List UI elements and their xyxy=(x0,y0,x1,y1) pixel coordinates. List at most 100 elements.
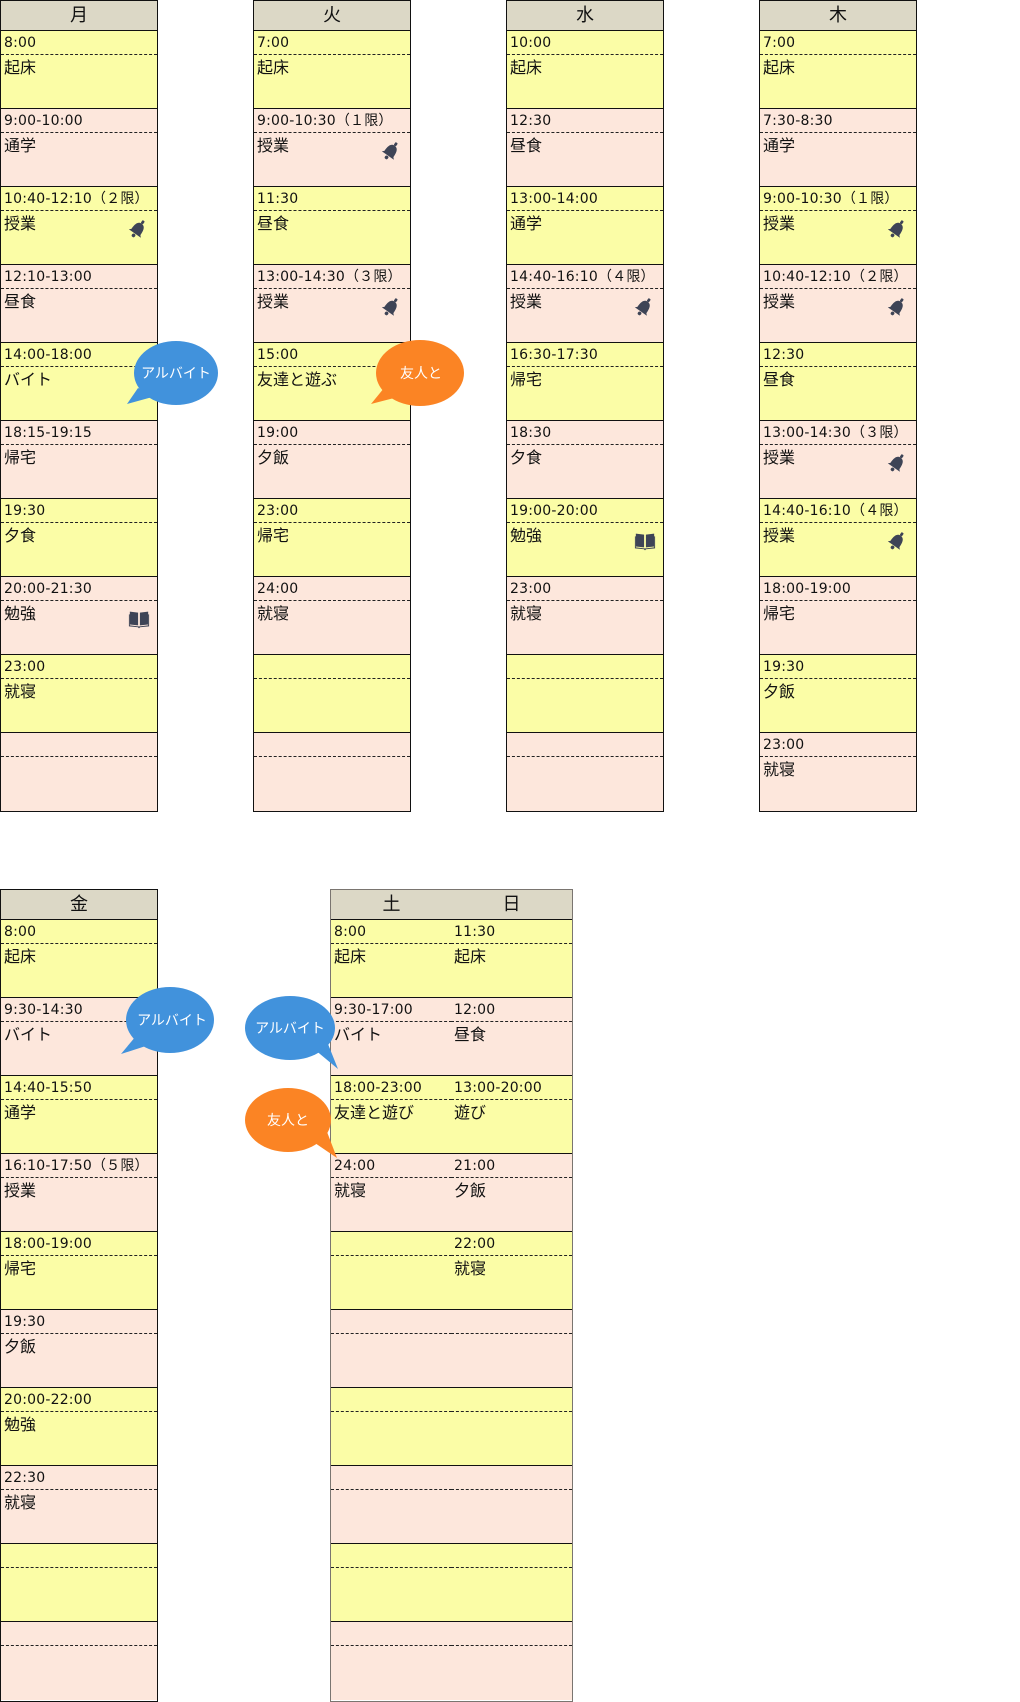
schedule-slot xyxy=(1,1544,157,1622)
speech-bubble-blue-shape xyxy=(121,987,214,1054)
slot-activity: 起床 xyxy=(334,947,367,966)
slot-time xyxy=(451,1388,572,1412)
bell-icon xyxy=(886,296,908,318)
schedule-slot xyxy=(331,1388,452,1466)
schedule-slot: 8:00 起床 xyxy=(331,920,452,998)
slot-activity: 夕飯 xyxy=(763,682,796,701)
slot-time: 11:30 xyxy=(451,920,572,944)
slot-time: 18:15-19:15 xyxy=(1,421,157,445)
slot-time: 9:00-10:30（１限） xyxy=(254,109,410,133)
slot-activity: 授業 xyxy=(763,214,796,233)
schedule-slot xyxy=(254,655,410,733)
slot-time: 23:00 xyxy=(507,577,663,601)
slot-activity: 授業 xyxy=(257,292,290,311)
slot-time: 14:40-16:10（４限） xyxy=(507,265,663,289)
schedule-slot: 10:40-12:10（２限）授業 xyxy=(1,187,157,265)
speech-bubble-blue-shape xyxy=(127,341,218,405)
slot-activity: 帰宅 xyxy=(257,526,290,545)
slot-time xyxy=(451,1544,572,1568)
slot-activity: 起床 xyxy=(4,947,37,966)
book-icon xyxy=(127,608,150,630)
slot-activity: 勉強 xyxy=(4,604,37,623)
slot-time xyxy=(1,1622,157,1646)
schedule-slot xyxy=(507,655,663,733)
slot-time: 10:40-12:10（２限） xyxy=(760,265,916,289)
slot-time: 8:00 xyxy=(331,920,452,944)
slot-activity: 就寝 xyxy=(510,604,543,623)
slot-activity: 授業 xyxy=(763,292,796,311)
slot-activity: 授業 xyxy=(257,136,290,155)
slot-time: 23:00 xyxy=(1,655,157,679)
slot-time: 12:10-13:00 xyxy=(1,265,157,289)
slot-activity: 就寝 xyxy=(334,1181,367,1200)
slot-activity: 就寝 xyxy=(257,604,290,623)
slot-time: 7:00 xyxy=(760,31,916,55)
slot-activity: 勉強 xyxy=(4,1415,37,1434)
slot-activity: 昼食 xyxy=(763,370,796,389)
slot-activity: 通学 xyxy=(510,214,543,233)
bell-icon xyxy=(380,140,402,162)
slot-time: 19:30 xyxy=(1,499,157,523)
slot-time: 19:00-20:00 xyxy=(507,499,663,523)
slot-activity: 授業 xyxy=(763,448,796,467)
slot-activity: 起床 xyxy=(763,58,796,77)
slot-activity: 授業 xyxy=(4,214,37,233)
slot-activity: 起床 xyxy=(257,58,290,77)
slot-time: 10:00 xyxy=(507,31,663,55)
day-header-thu: 木 xyxy=(760,1,916,31)
schedule-slot xyxy=(331,1310,452,1388)
schedule-slot xyxy=(1,733,157,811)
slot-time: 9:00-10:00 xyxy=(1,109,157,133)
schedule-slot xyxy=(451,1388,572,1466)
bubble-label: アルバイト xyxy=(141,366,211,382)
slot-activity: 夕食 xyxy=(510,448,543,467)
speech-bubble-sat-job: アルバイト xyxy=(244,994,344,1074)
schedule-slot xyxy=(451,1310,572,1388)
slot-time: 20:00-22:00 xyxy=(1,1388,157,1412)
speech-bubble-mon-job: アルバイト xyxy=(120,338,220,410)
slot-activity: 昼食 xyxy=(510,136,543,155)
slot-time: 12:00 xyxy=(451,998,572,1022)
bubble-label: アルバイト xyxy=(255,1021,325,1037)
schedule-slot xyxy=(331,1466,452,1544)
slot-activity: 帰宅 xyxy=(510,370,543,389)
slot-time: 24:00 xyxy=(254,577,410,601)
schedule-slot xyxy=(254,733,410,811)
bell-icon xyxy=(127,218,149,240)
slot-time: 21:00 xyxy=(451,1154,572,1178)
slot-time: 14:40-16:10（４限） xyxy=(760,499,916,523)
slot-time: 19:00 xyxy=(254,421,410,445)
slot-time: 15:00 xyxy=(254,343,410,367)
schedule-slot: 7:00 起床 xyxy=(760,31,916,109)
slot-time xyxy=(1,1544,157,1568)
slot-time xyxy=(1,733,157,757)
slot-activity: 帰宅 xyxy=(4,1259,37,1278)
slot-activity: 帰宅 xyxy=(4,448,37,467)
slot-time: 13:00-20:00 xyxy=(451,1076,572,1100)
slot-time: 22:00 xyxy=(451,1232,572,1256)
slot-activity: 就寝 xyxy=(4,1493,37,1512)
slot-activity: 就寝 xyxy=(454,1259,487,1278)
schedule-slot: 14:40-16:10（４限）授業 xyxy=(507,265,663,343)
book-icon xyxy=(633,530,656,552)
slot-time: 22:30 xyxy=(1,1466,157,1490)
slot-time: 7:00 xyxy=(254,31,410,55)
